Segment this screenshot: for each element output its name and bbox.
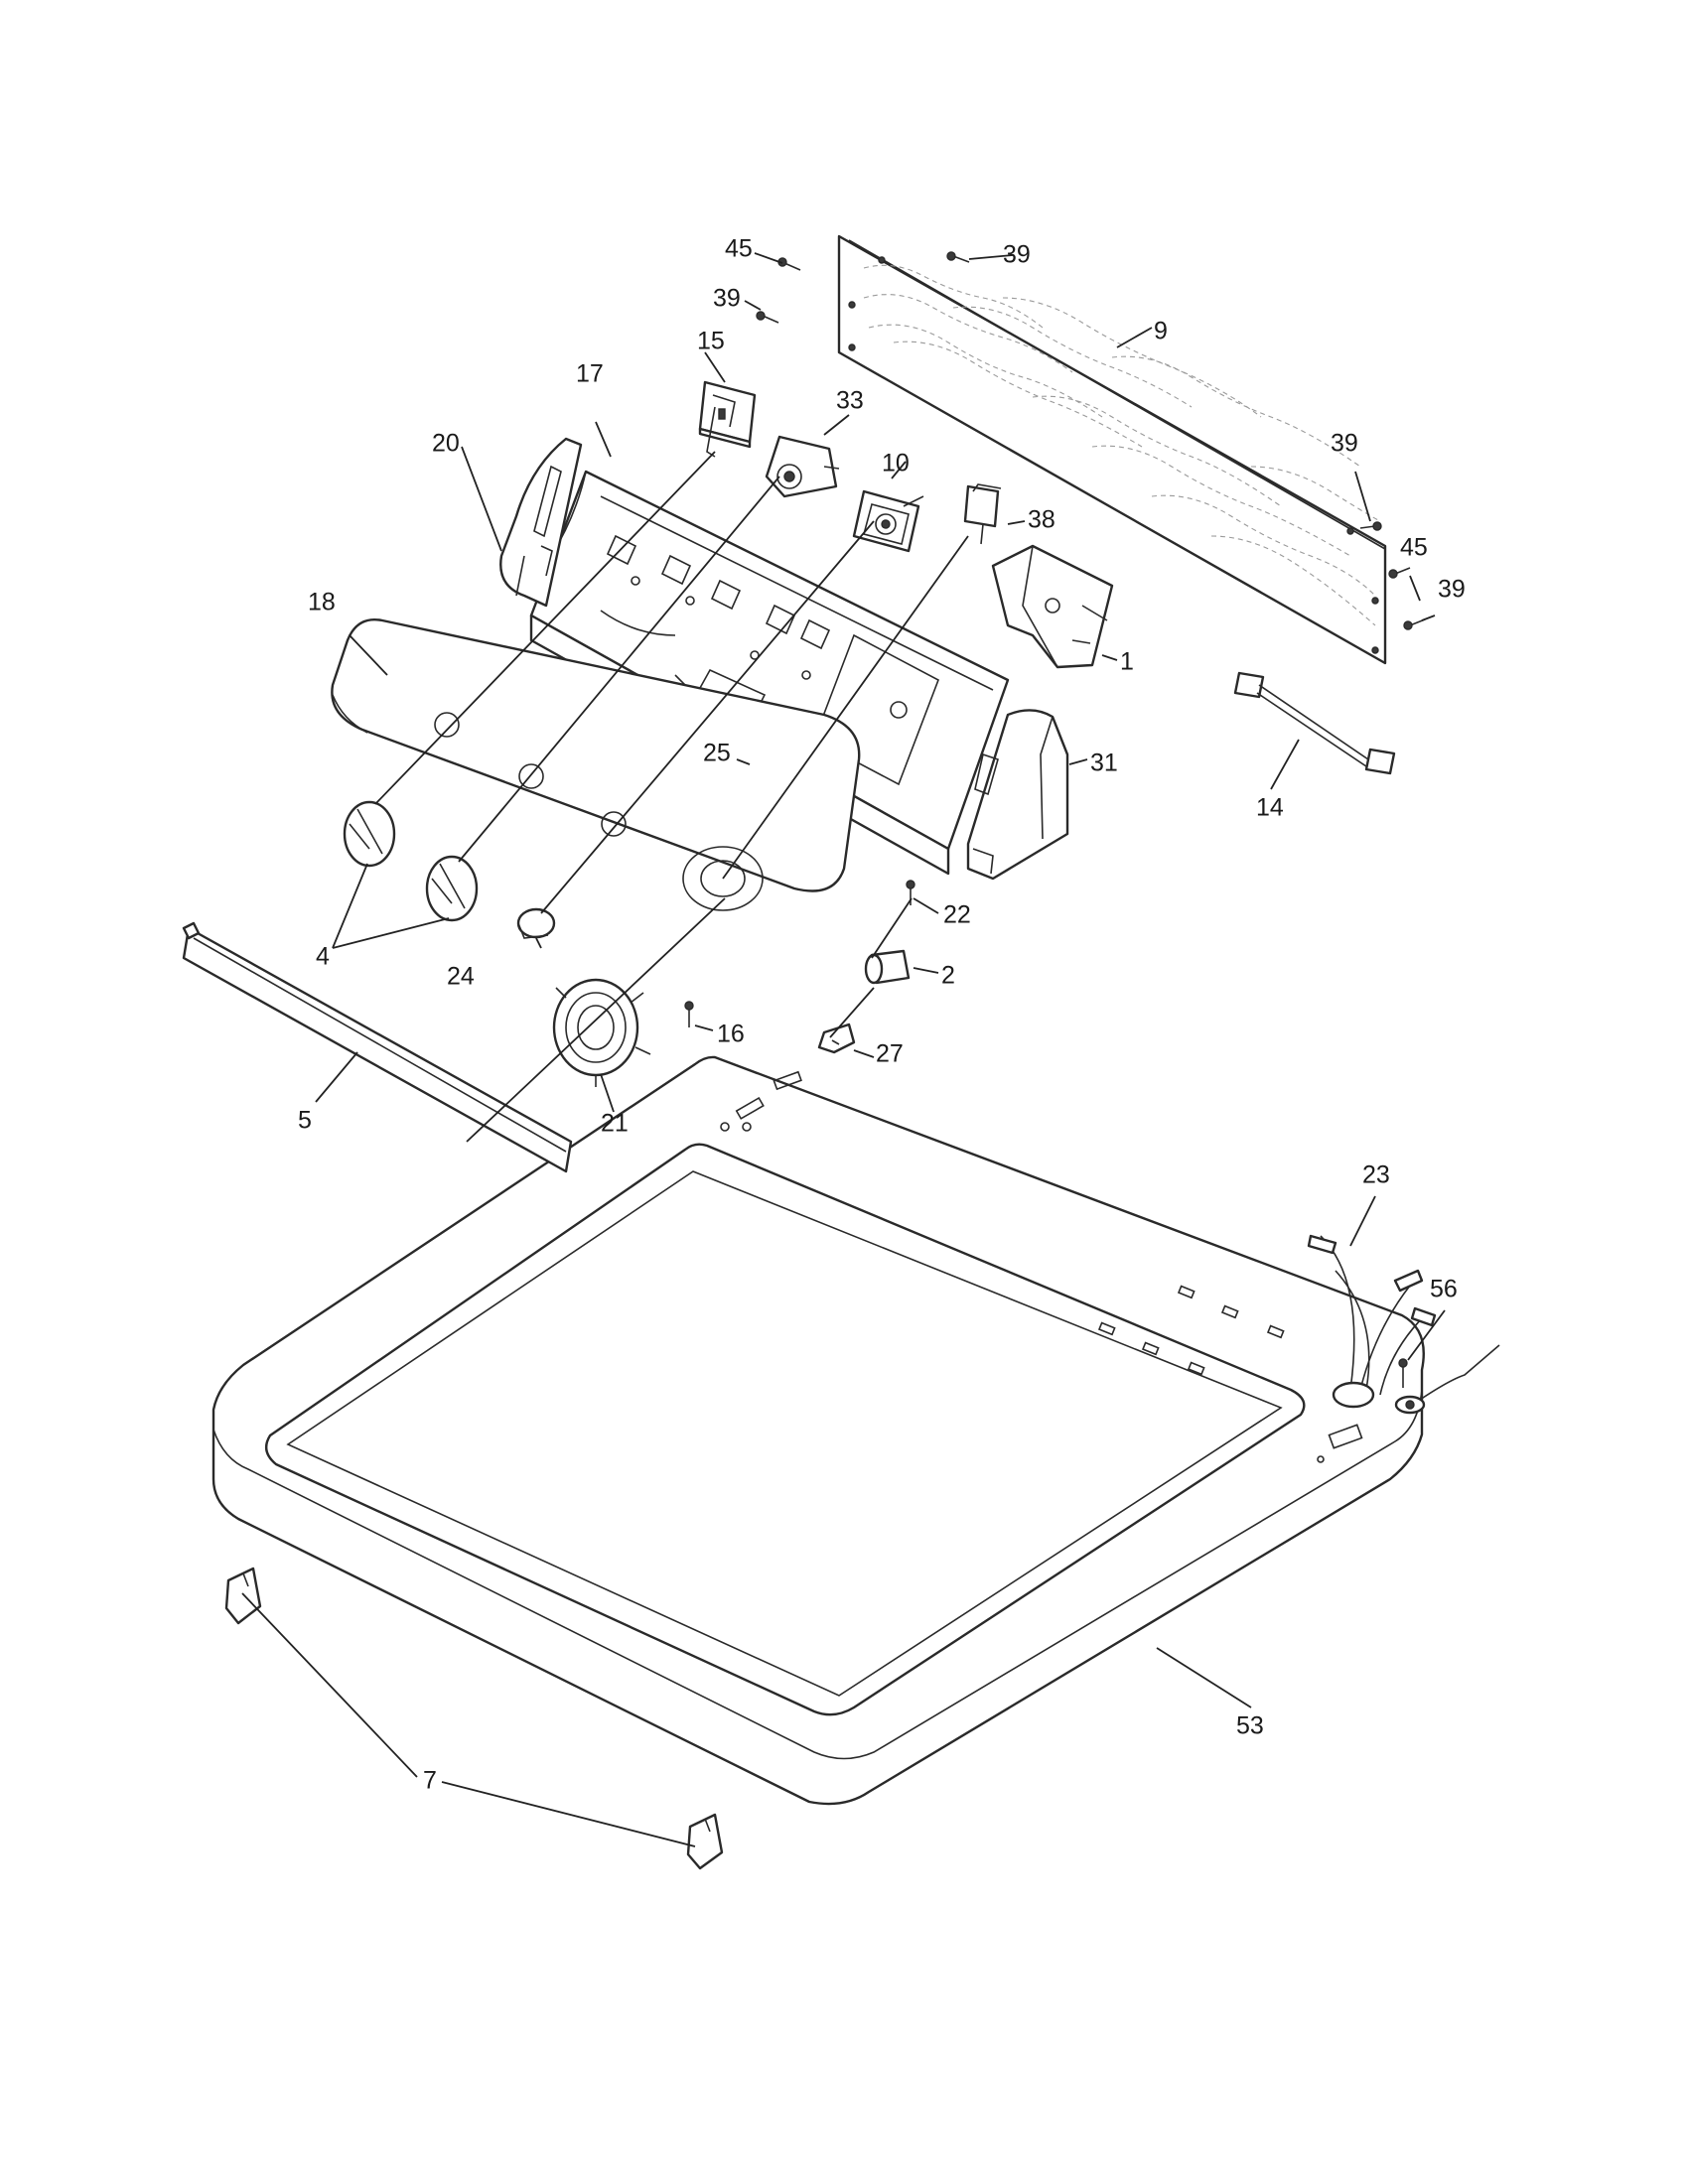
terminal-block-strap	[1233, 671, 1396, 775]
callout-4: 4	[316, 943, 330, 971]
callout-7: 7	[423, 1767, 437, 1795]
knobs	[343, 800, 479, 922]
callout-53: 53	[1236, 1712, 1264, 1740]
push-button-knob	[516, 907, 556, 939]
callout-9: 9	[1154, 318, 1168, 345]
alignment-lines	[374, 451, 969, 1143]
callout-33: 33	[836, 387, 864, 415]
callout-38: 38	[1028, 506, 1055, 534]
callout-18: 18	[308, 589, 336, 616]
callout-39-left: 39	[713, 285, 741, 313]
callout-24: 24	[447, 963, 475, 991]
callout-27: 27	[876, 1040, 904, 1068]
callout-39-top: 39	[1003, 241, 1031, 269]
callout-5: 5	[298, 1107, 312, 1135]
callout-14: 14	[1256, 794, 1284, 822]
callout-21: 21	[601, 1110, 629, 1138]
rotary-switch	[852, 489, 924, 553]
console-front-panel	[331, 618, 861, 911]
left-end-cap	[499, 437, 583, 608]
callout-25: 25	[703, 740, 731, 767]
callout-17: 17	[576, 360, 604, 388]
callout-56: 56	[1430, 1276, 1458, 1303]
callout-45-left: 45	[725, 235, 753, 263]
callout-45-right: 45	[1400, 534, 1428, 562]
callout-39-lower: 39	[1438, 576, 1466, 604]
right-end-cap	[966, 709, 1069, 881]
console-trim	[182, 921, 573, 1173]
callout-16: 16	[717, 1021, 745, 1048]
callout-31: 31	[1090, 750, 1118, 777]
callout-10: 10	[882, 450, 910, 478]
callout-15: 15	[697, 328, 725, 355]
callout-leaders	[241, 252, 1446, 1847]
callout-20: 20	[432, 430, 460, 458]
push-to-start-switch	[991, 544, 1114, 669]
callout-22: 22	[943, 901, 971, 929]
wire-harness	[1307, 1234, 1500, 1415]
top-panel	[211, 1055, 1425, 1806]
timer	[698, 380, 757, 458]
rear-guard-panel	[837, 234, 1387, 665]
buzzer	[963, 483, 1002, 545]
push-to-start-button	[864, 949, 911, 985]
cycle-selector-knob	[552, 978, 651, 1087]
door-switch-actuator	[817, 1023, 856, 1054]
callout-39-right: 39	[1331, 430, 1358, 458]
top-end-caps	[224, 1567, 724, 1870]
callout-23: 23	[1362, 1161, 1390, 1189]
screws	[684, 251, 1426, 1388]
selector-switch	[765, 435, 840, 498]
callout-labels: 1 2 4 5 7 9 10 14 15 16 17 18 20 21 22 2…	[298, 235, 1466, 1795]
callout-1: 1	[1120, 648, 1134, 676]
callout-2: 2	[941, 962, 955, 990]
